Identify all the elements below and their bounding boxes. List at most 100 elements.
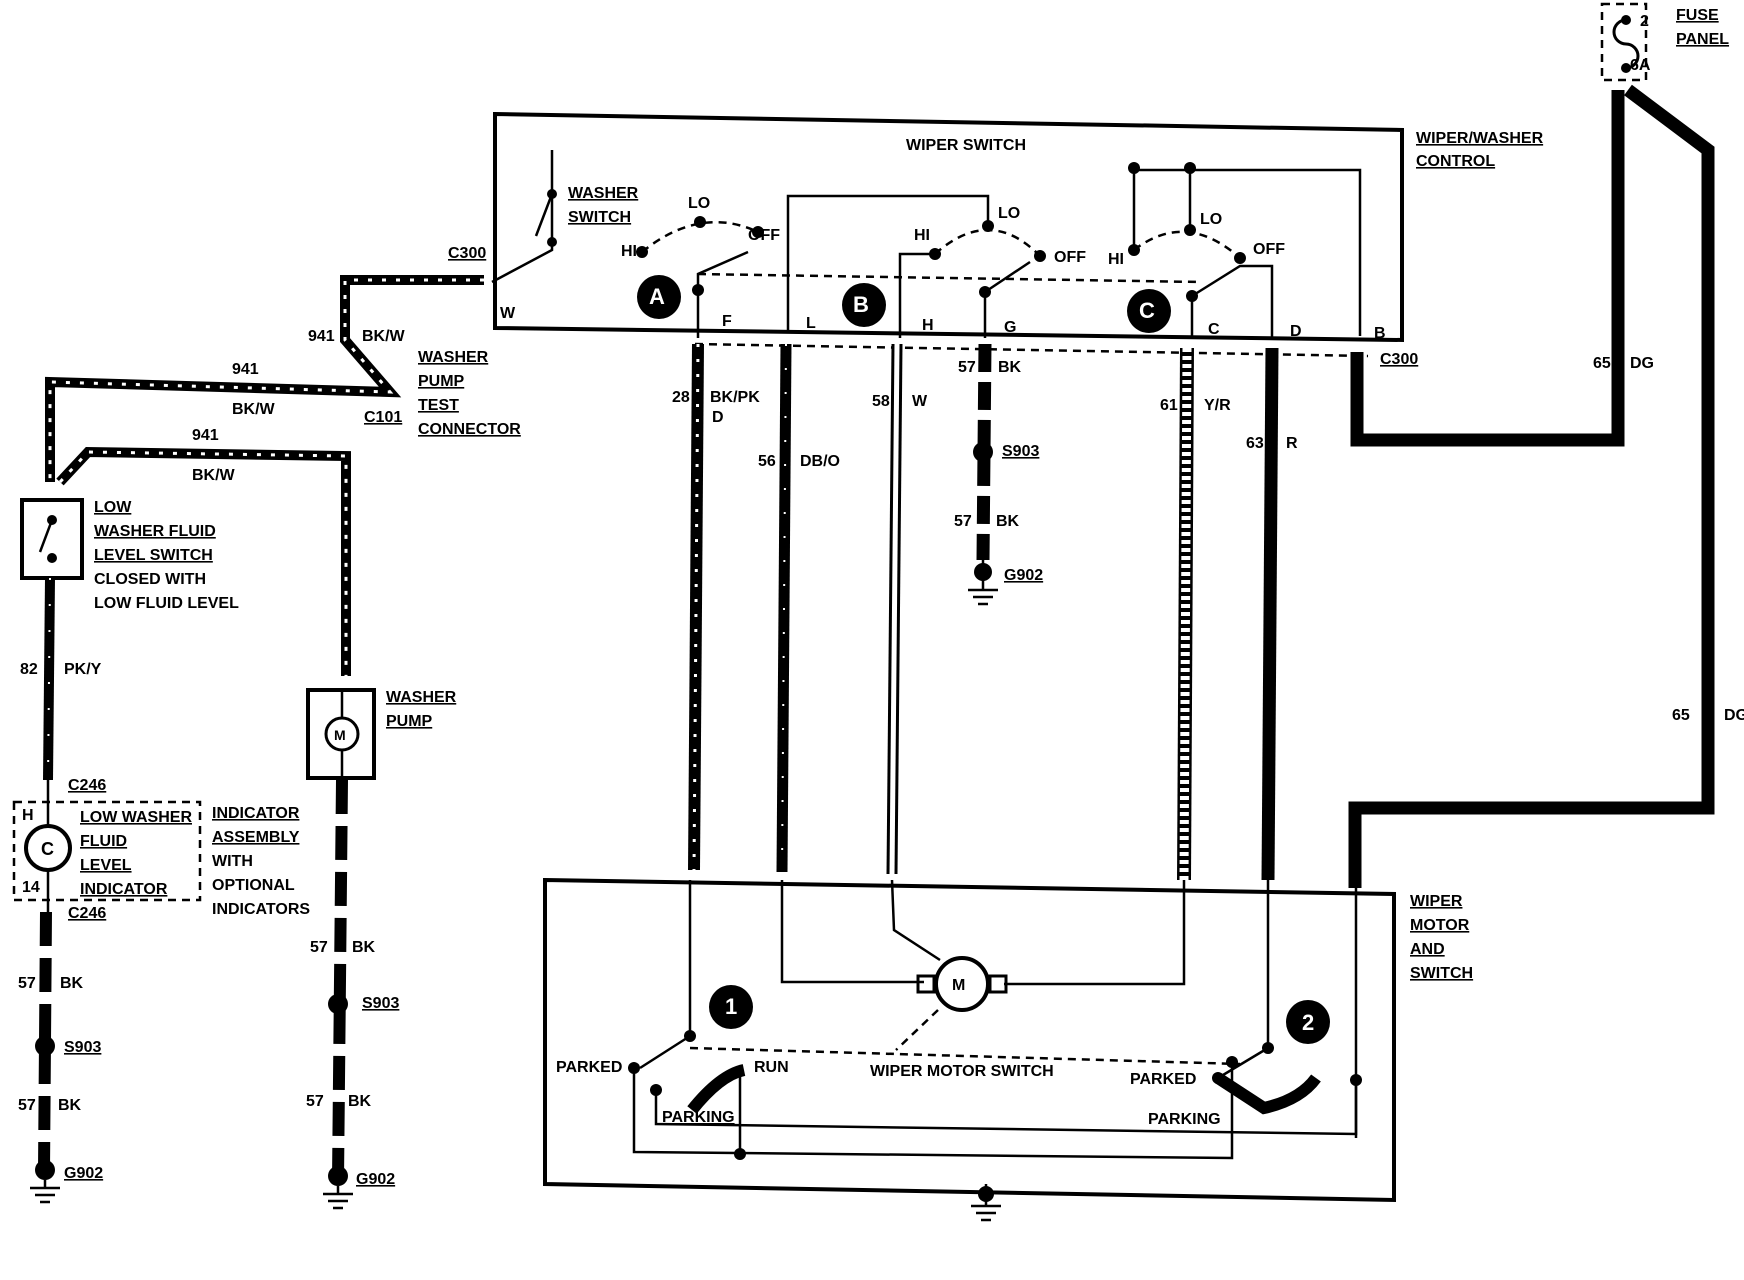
- section-b-marker: B: [853, 292, 869, 317]
- wire-57-left-circuit-2: 57: [18, 1097, 36, 1114]
- wire-56-color: DB/O: [800, 453, 840, 470]
- pin-b: B: [1374, 325, 1386, 342]
- c300-label-left: C300: [448, 245, 486, 262]
- low-fluid-level-switch: [20, 498, 84, 781]
- wire-65-label: 65: [1672, 707, 1690, 724]
- wiper-motor-switch-label: WIPER MOTOR SWITCH: [870, 1063, 1054, 1080]
- wire-57-pump-circuit-1: 57: [310, 939, 328, 956]
- low-fluid-switch-label-2: WASHER FLUID: [94, 523, 216, 540]
- washer-pump-label-1: WASHER: [386, 689, 457, 706]
- washer-pump-label-2: PUMP: [386, 713, 433, 730]
- motor-switch-marker-2: 2: [1302, 1010, 1314, 1035]
- wire-57-pump-color-1: BK: [352, 939, 376, 956]
- wire-65-color-top: DG: [1630, 355, 1654, 372]
- motor-switch-2-parked: PARKED: [1130, 1071, 1196, 1088]
- wiper-motor-label-1: WIPER: [1410, 893, 1463, 910]
- motor-switch-1-parking: PARKING: [662, 1109, 735, 1126]
- pin-d: D: [1290, 323, 1302, 340]
- g902-left: G902: [64, 1165, 103, 1182]
- switch-section-a: [636, 216, 764, 338]
- fuse-rating: 6A: [1630, 57, 1651, 74]
- pin-w: W: [500, 305, 516, 322]
- wire-63-r: [1261, 347, 1279, 881]
- indicator-label-2: FLUID: [80, 833, 127, 850]
- wire-57-pump-circuit-2: 57: [306, 1093, 324, 1110]
- switch-linkage: [697, 272, 1201, 284]
- wire-57-left-color-2: BK: [58, 1097, 82, 1114]
- wire-28-bkpk: [688, 343, 704, 871]
- c101-label: C101: [364, 409, 402, 426]
- switch-section-c: [1127, 162, 1362, 338]
- assembly-label-2: ASSEMBLY: [212, 829, 300, 846]
- section-b-lo: LO: [998, 205, 1020, 222]
- washer-switch: [491, 150, 557, 284]
- indicator-pin-14: 14: [22, 879, 40, 896]
- section-c-off: OFF: [1253, 241, 1285, 258]
- section-c-marker: C: [1139, 298, 1155, 323]
- section-c-hi: HI: [1108, 251, 1124, 268]
- wiper-motor-label-2: MOTOR: [1410, 917, 1470, 934]
- g902-pump: G902: [356, 1171, 395, 1188]
- low-fluid-switch-note-2: LOW FLUID LEVEL: [94, 595, 239, 612]
- wire-58-color: W: [912, 393, 928, 410]
- test-connector-label-3: TEST: [418, 397, 459, 414]
- test-connector-label-1: WASHER: [418, 349, 489, 366]
- s903-left: S903: [64, 1039, 101, 1056]
- motor-switch-1-parked: PARKED: [556, 1059, 622, 1076]
- assembly-label-4: OPTIONAL: [212, 877, 295, 894]
- test-connector-label-4: CONNECTOR: [418, 421, 521, 438]
- indicator-pin-h: H: [22, 807, 34, 824]
- assembly-label-5: INDICATORS: [212, 901, 310, 918]
- wire-57-center-color: BK: [998, 359, 1022, 376]
- section-a-off: OFF: [748, 227, 780, 244]
- indicator-label-4: INDICATOR: [80, 881, 168, 898]
- wire-56-circuit: 56: [758, 453, 776, 470]
- washer-switch-label-2: SWITCH: [568, 209, 631, 226]
- section-a-lo: LO: [688, 195, 710, 212]
- pin-h: H: [922, 317, 934, 334]
- low-fluid-switch-note-1: CLOSED WITH: [94, 571, 206, 588]
- washer-pump: [306, 688, 376, 1210]
- wire-28-suffix: D: [712, 409, 724, 426]
- indicator-symbol: C: [41, 839, 54, 859]
- test-connector-label-2: PUMP: [418, 373, 465, 390]
- c300-connector-line: [694, 342, 1369, 358]
- s903-center: S903: [1002, 443, 1039, 460]
- wire-57-center: [968, 343, 998, 606]
- wire-57-center-circuit-2: 57: [954, 513, 972, 530]
- wire-65-dg: [1348, 84, 1715, 888]
- c246-label-bottom: C246: [68, 905, 106, 922]
- g902-center: G902: [1004, 567, 1043, 584]
- wiper-switch-title: WIPER SWITCH: [906, 137, 1026, 154]
- wire-65-label-top: 65: [1593, 355, 1611, 372]
- wiper-motor-switch-1: [628, 880, 1358, 1160]
- wire-941-circuit-1: 941: [308, 328, 335, 345]
- washer-switch-label-1: WASHER: [568, 185, 639, 202]
- section-b-hi: HI: [914, 227, 930, 244]
- wire-941-circuit-2: 941: [232, 361, 259, 378]
- pin-l: L: [806, 315, 816, 332]
- wire-57-left-circuit-1: 57: [18, 975, 36, 992]
- wire-65-color: DG: [1724, 707, 1744, 724]
- wire-941-color-2: BK/W: [232, 401, 276, 418]
- wire-61-circuit: 61: [1160, 397, 1178, 414]
- wiper-motor-box: [543, 877, 1396, 1222]
- c246-label-top: C246: [68, 777, 106, 794]
- wiper-switch-box: [493, 111, 1404, 343]
- wire-63-circuit: 63: [1246, 435, 1264, 452]
- wire-82-color: PK/Y: [64, 661, 102, 678]
- wire-28-color: BK/PK: [710, 389, 760, 406]
- wire-941-color-3: BK/W: [192, 467, 236, 484]
- wire-57-left-color-1: BK: [60, 975, 84, 992]
- wire-58-w: [886, 343, 903, 875]
- wire-57-center-color-2: BK: [996, 513, 1020, 530]
- wiper-motor-switch-2: [1212, 880, 1362, 1138]
- pin-g: G: [1004, 319, 1016, 336]
- low-fluid-switch-label-1: LOW: [94, 499, 132, 516]
- section-a-hi: HI: [621, 243, 637, 260]
- section-c-lo: LO: [1200, 211, 1222, 228]
- wire-61-color: Y/R: [1204, 397, 1231, 414]
- fuse-panel: 2 6A FUSE PANEL: [1600, 2, 1729, 82]
- wire-61-yr: [1177, 347, 1194, 881]
- section-a-marker: A: [649, 284, 665, 309]
